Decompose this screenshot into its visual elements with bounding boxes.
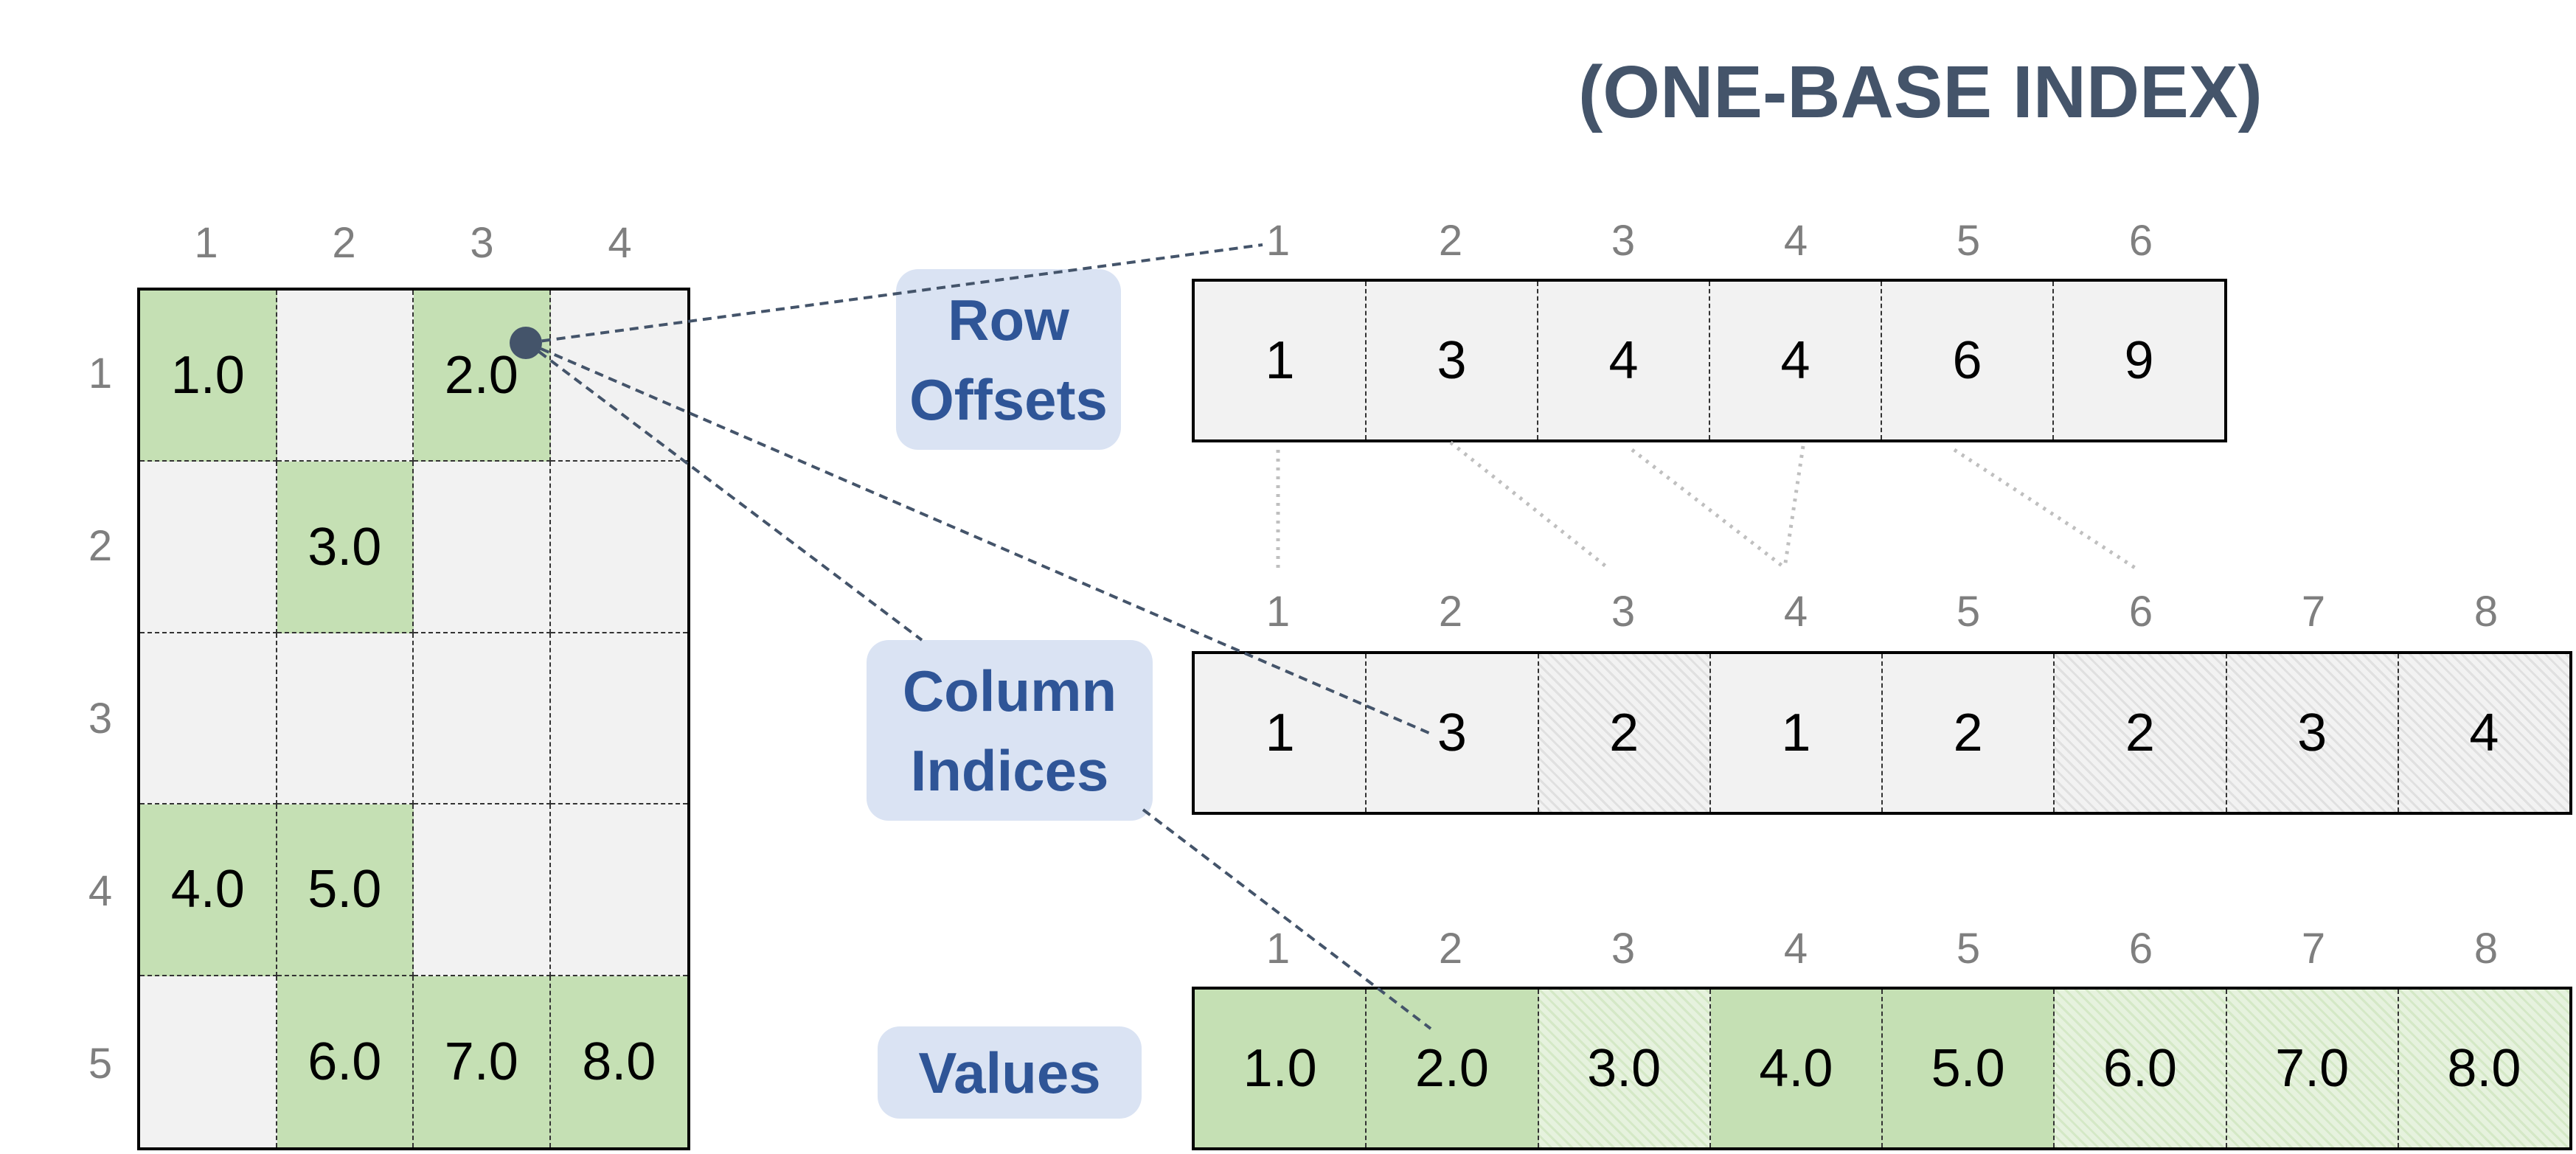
values-index: 8 bbox=[2473, 925, 2499, 973]
row-offsets-cell: 1 bbox=[1195, 282, 1367, 439]
matrix-row-header: 5 bbox=[88, 1040, 113, 1088]
row-offsets-index: 2 bbox=[1438, 217, 1463, 265]
matrix-cell: 7.0 bbox=[414, 976, 551, 1147]
row-offsets-index: 5 bbox=[1956, 217, 1981, 265]
matrix-col-header: 4 bbox=[608, 219, 632, 267]
row-offsets-index: 3 bbox=[1611, 217, 1636, 265]
matrix-row-header: 2 bbox=[88, 522, 113, 570]
connector-to-row-offset bbox=[527, 243, 1263, 344]
matrix-col-header: 2 bbox=[332, 219, 356, 267]
matrix-cell: 4.0 bbox=[140, 804, 277, 976]
connector-to-column-label bbox=[526, 341, 923, 642]
matrix-row-header: 1 bbox=[88, 350, 113, 397]
matrix-cell bbox=[414, 633, 551, 805]
column-indices-array: 1 3 2 1 2 2 3 4 bbox=[1192, 651, 2572, 815]
matrix-cell bbox=[140, 976, 277, 1147]
matrix-cell bbox=[414, 462, 551, 633]
matrix-cell bbox=[277, 291, 414, 462]
values-index: 7 bbox=[2301, 925, 2326, 973]
matrix-cell bbox=[414, 804, 551, 976]
column-indices-cell: 2 bbox=[2055, 654, 2227, 812]
column-indices-cell: 2 bbox=[1883, 654, 2055, 812]
connector-to-value bbox=[1142, 808, 1432, 1030]
matrix-cell: 3.0 bbox=[277, 462, 414, 633]
column-indices-cell: 4 bbox=[2398, 654, 2569, 812]
row-offsets-index: 6 bbox=[2128, 217, 2153, 265]
values-index: 2 bbox=[1438, 925, 1463, 973]
column-indices-cell: 1 bbox=[1195, 654, 1367, 812]
matrix-row-header: 4 bbox=[88, 867, 113, 915]
connector-to-column-index bbox=[527, 341, 1431, 735]
column-indices-cell: 3 bbox=[2226, 654, 2399, 812]
row-offsets-array: 1 3 4 4 6 9 bbox=[1192, 279, 2227, 442]
column-indices-index: 6 bbox=[2128, 588, 2153, 636]
row-offsets-label-line2: Offsets bbox=[909, 366, 1108, 432]
column-indices-label-line1: Column bbox=[902, 658, 1117, 723]
matrix-col-header: 3 bbox=[470, 219, 494, 267]
values-cell: 8.0 bbox=[2398, 990, 2569, 1147]
matrix-cell: 8.0 bbox=[550, 976, 687, 1147]
sparse-matrix: 1.0 2.0 3.0 4.0 5.0 6.0 7.0 8.0 bbox=[137, 288, 690, 1150]
matrix-row-header: 3 bbox=[88, 695, 113, 743]
focus-dot bbox=[510, 327, 542, 359]
values-cell: 6.0 bbox=[2055, 990, 2227, 1147]
diagram-title: (ONE-BASE INDEX) bbox=[1578, 51, 2263, 133]
matrix-cell bbox=[140, 462, 277, 633]
matrix-cell bbox=[277, 633, 414, 805]
row-offsets-index: 1 bbox=[1266, 217, 1291, 265]
values-cell: 3.0 bbox=[1538, 990, 1711, 1147]
values-index: 4 bbox=[1783, 925, 1808, 973]
column-indices-index: 2 bbox=[1438, 588, 1463, 636]
values-index: 6 bbox=[2128, 925, 2153, 973]
matrix-cell bbox=[550, 291, 687, 462]
column-indices-index: 8 bbox=[2473, 588, 2499, 636]
column-indices-index: 7 bbox=[2301, 588, 2326, 636]
row-offsets-label: Row Offsets bbox=[896, 269, 1121, 450]
row-offsets-cell: 3 bbox=[1367, 282, 1538, 439]
column-indices-index: 3 bbox=[1611, 588, 1636, 636]
column-indices-cell: 2 bbox=[1538, 654, 1711, 812]
matrix-cell: 2.0 bbox=[414, 291, 551, 462]
row-offsets-cell: 9 bbox=[2054, 282, 2224, 439]
row-offsets-cell: 4 bbox=[1538, 282, 1710, 439]
offset-pointer bbox=[1953, 448, 2136, 570]
values-label-text: Values bbox=[918, 1040, 1101, 1105]
matrix-cell bbox=[140, 633, 277, 805]
column-indices-index: 1 bbox=[1266, 588, 1291, 636]
matrix-cell bbox=[550, 804, 687, 976]
column-indices-label-line2: Indices bbox=[910, 737, 1109, 803]
values-cell: 2.0 bbox=[1367, 990, 1539, 1147]
column-indices-index: 5 bbox=[1956, 588, 1981, 636]
values-cell: 5.0 bbox=[1883, 990, 2055, 1147]
values-index: 1 bbox=[1266, 925, 1291, 973]
offset-pointer bbox=[1631, 448, 1786, 569]
column-indices-cell: 1 bbox=[1710, 654, 1883, 812]
matrix-cell bbox=[550, 633, 687, 805]
matrix-cell: 5.0 bbox=[277, 804, 414, 976]
column-indices-label: Column Indices bbox=[867, 640, 1153, 821]
values-cell: 4.0 bbox=[1710, 990, 1883, 1147]
row-offsets-cell: 4 bbox=[1710, 282, 1882, 439]
values-cell: 7.0 bbox=[2226, 990, 2399, 1147]
matrix-cell bbox=[550, 462, 687, 633]
column-indices-cell: 3 bbox=[1367, 654, 1539, 812]
values-array: 1.0 2.0 3.0 4.0 5.0 6.0 7.0 8.0 bbox=[1192, 987, 2572, 1150]
row-offsets-index: 4 bbox=[1783, 217, 1808, 265]
row-offsets-cell: 6 bbox=[1882, 282, 2054, 439]
offset-pointer bbox=[1449, 441, 1609, 569]
offset-pointer bbox=[1782, 445, 1805, 569]
matrix-col-header: 1 bbox=[194, 219, 218, 267]
values-label: Values bbox=[878, 1026, 1142, 1119]
matrix-cell: 6.0 bbox=[277, 976, 414, 1147]
column-indices-index: 4 bbox=[1783, 588, 1808, 636]
row-offsets-label-line1: Row bbox=[948, 287, 1069, 352]
values-cell: 1.0 bbox=[1195, 990, 1367, 1147]
values-index: 3 bbox=[1611, 925, 1636, 973]
values-index: 5 bbox=[1956, 925, 1981, 973]
matrix-cell: 1.0 bbox=[140, 291, 277, 462]
